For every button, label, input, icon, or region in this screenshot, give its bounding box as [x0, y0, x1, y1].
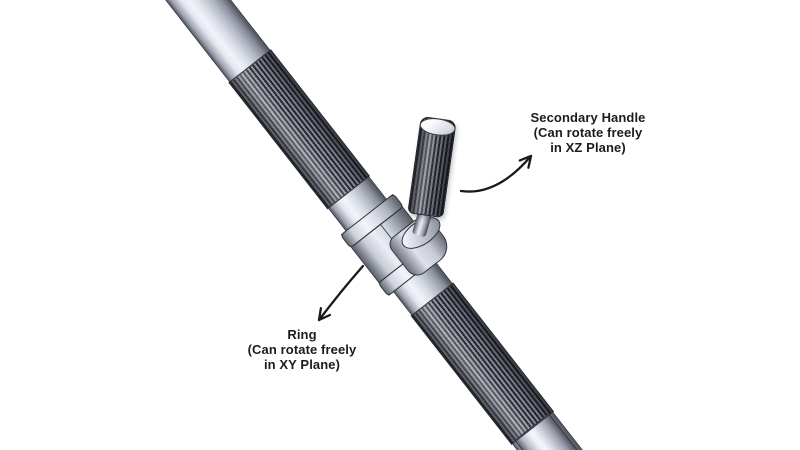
- ring-label: Ring (Can rotate freely in XY Plane): [202, 327, 402, 372]
- main-shaft: [156, 0, 592, 450]
- secondary-handle-grip: [407, 115, 457, 219]
- upper-knurled-section: [228, 49, 371, 210]
- lower-knurled-section: [410, 282, 555, 445]
- curved-arrow-up-right-icon: [459, 154, 533, 193]
- handle-end-cap: [418, 115, 457, 138]
- secondary-handle-label: Secondary Handle (Can rotate freely in X…: [488, 110, 688, 155]
- ring-label-line1: Ring: [287, 327, 317, 342]
- ring-label-line3: in XY Plane): [263, 357, 341, 372]
- secondary-handle-label-line2: (Can rotate freely: [533, 125, 643, 140]
- ring-label-line2: (Can rotate freely: [247, 342, 357, 357]
- secondary-handle-label-line1: Secondary Handle: [530, 110, 646, 125]
- curved-arrow-down-left-icon: [317, 264, 365, 322]
- secondary-handle-label-line3: in XZ Plane): [550, 140, 626, 155]
